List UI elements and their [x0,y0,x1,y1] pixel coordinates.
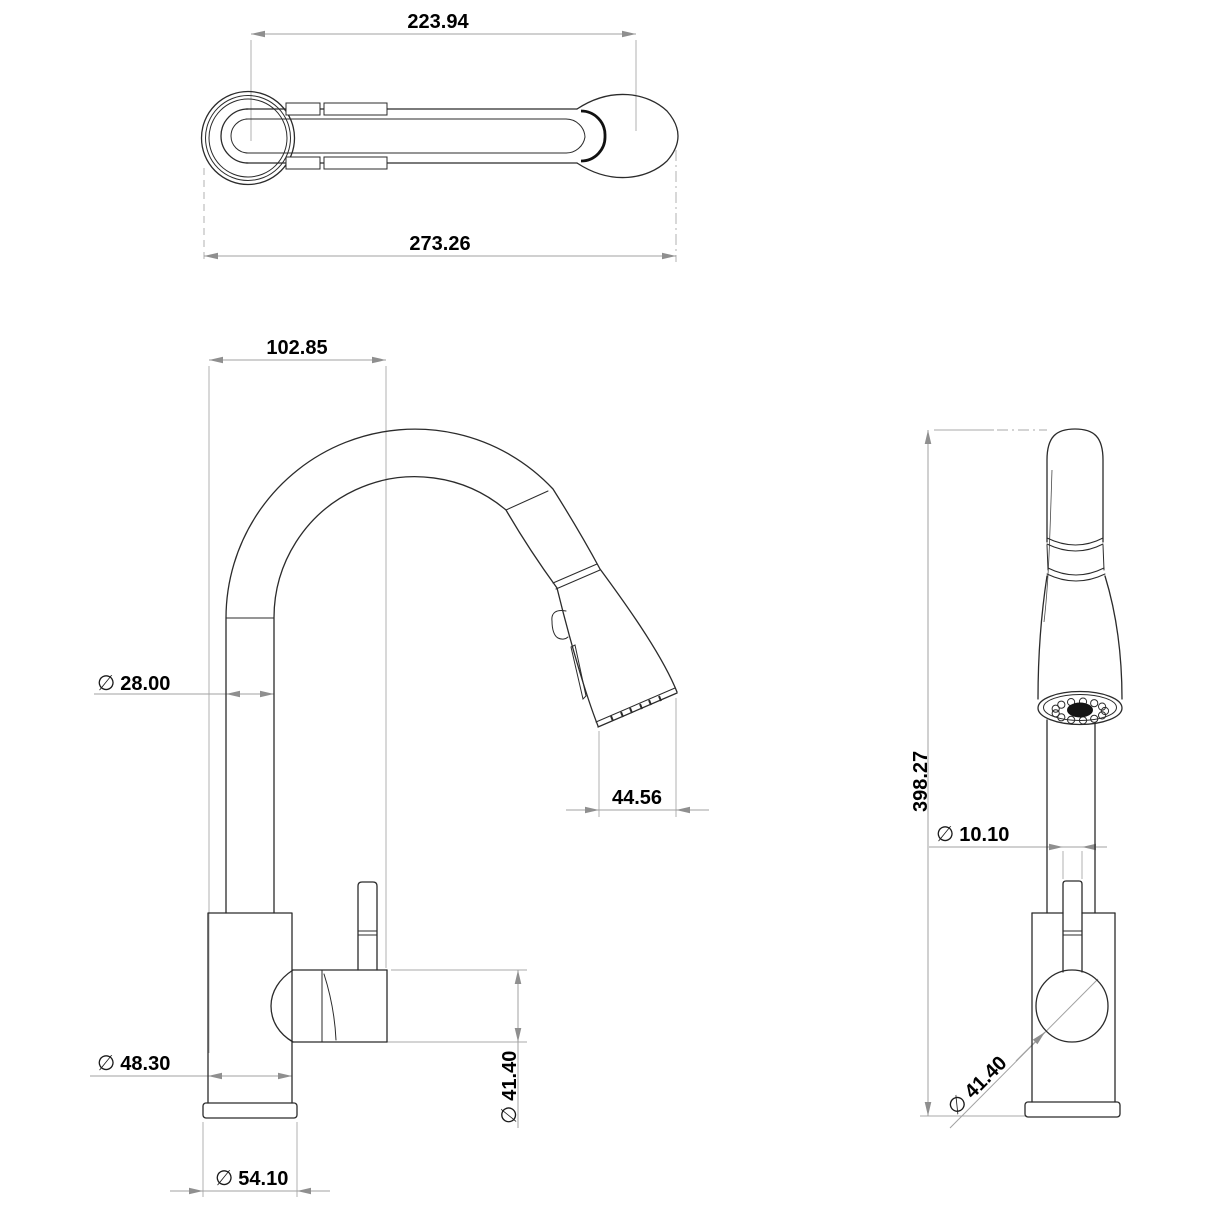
dimension-text: 273.26 [409,233,470,255]
base-ring-outer [200,90,296,186]
spray-head-contour [1043,469,1053,623]
collar-line [552,563,598,584]
handle-ball-circle [1035,969,1109,1043]
dim-overall-length: 273.26 [203,150,677,262]
docking-collar-arc [580,109,607,163]
faucet-side-outline [1024,428,1123,1118]
dim-body-diameter: ∅48.30 [90,1052,292,1080]
diameter-symbol: ∅ [97,672,115,695]
dimension-text: ∅54.10 [215,1167,288,1190]
handle-blocks [285,102,388,170]
dim-lever-diameter: ∅10.10 [929,823,1107,879]
spray-head-dome [1046,428,1104,543]
top-view: 223.94 273.26 [200,11,679,262]
spray-face-nozzle-ticks [610,695,662,722]
handle-block [285,156,321,170]
dim-tube-diameter: ∅28.00 [94,672,274,698]
faucet-top-outline [200,90,679,186]
head-bulb-left [1037,575,1048,700]
dim-flange-diameter: ∅54.10 [170,1122,330,1197]
spray-face-inner-rim [1043,694,1117,721]
spray-face-rim [1037,690,1123,726]
dimension-value: 10.10 [959,824,1009,846]
dim-face-width: 44.56 [566,698,709,817]
handle-lever-front [1062,880,1083,973]
handle-body-contour [323,973,337,1041]
spray-head-button [551,610,569,640]
nozzle-dots [1051,697,1110,725]
handle-joint-bulge [270,969,294,1043]
handle-block [323,156,388,170]
dimension-value: 48.30 [120,1053,170,1075]
dim-overall-height: 398.27 [910,429,1047,1117]
handle-block [285,102,321,116]
head-side-edge [1102,544,1105,571]
spray-face-edge [597,692,678,728]
spray-face-plate [595,687,676,723]
base-ring-inner [208,98,288,178]
head-band-line [1046,543,1104,552]
dimension-text: 44.56 [612,787,662,809]
handle-block [323,102,388,116]
dimension-text: ∅10.10 [936,823,1009,846]
dimension-text: ∅ 41.40 [498,1051,521,1124]
diameter-symbol: ∅ [97,1052,115,1075]
spray-head-seam [570,644,587,700]
handle-lever [357,881,378,971]
faucet-front-outline [202,428,678,1119]
spray-head-bulb [576,93,679,179]
diameter-symbol: ∅ [936,823,954,846]
dim-tip-distance: 223.94 [250,11,637,141]
wand-joint-line [505,490,549,511]
head-bulb-right [1104,575,1123,700]
front-view: 102.85 ∅28.00 44.56 ∅48.30 [90,337,709,1197]
dim-spout-reach: 102.85 [208,337,387,1053]
collar-band-line [1046,573,1106,582]
handle-assembly [270,881,388,1043]
spout-inner-silhouette [273,476,599,914]
head-band-line [1046,537,1104,546]
head-side-edge [1046,544,1049,571]
dimension-arrow [1015,1031,1046,1062]
dimension-value: 54.10 [238,1168,288,1190]
dimension-text: ∅48.30 [97,1052,170,1075]
dimension-text: 398.27 [910,751,932,812]
base-flange [202,1102,298,1119]
base-flange-side [1024,1101,1121,1118]
diameter-symbol: ∅ [498,1106,521,1124]
base-ring-middle [205,95,291,181]
dimension-value: 41.40 [499,1051,521,1101]
diameter-symbol: ∅ [215,1167,233,1190]
arm-inner-right-cap [565,118,586,154]
dimension-text: ∅28.00 [97,672,170,695]
spray-outlet-center [1067,702,1093,718]
base-body [207,912,293,1104]
collar-band-line [1047,567,1105,576]
dimension-value: 28.00 [120,673,170,695]
spout-outer-silhouette [225,428,678,914]
arm-inner-left-cap [230,118,249,154]
dimension-text: 102.85 [266,337,327,359]
collar-line [555,569,601,590]
dimension-text: 223.94 [407,11,469,33]
arm-left-cap [220,108,249,164]
